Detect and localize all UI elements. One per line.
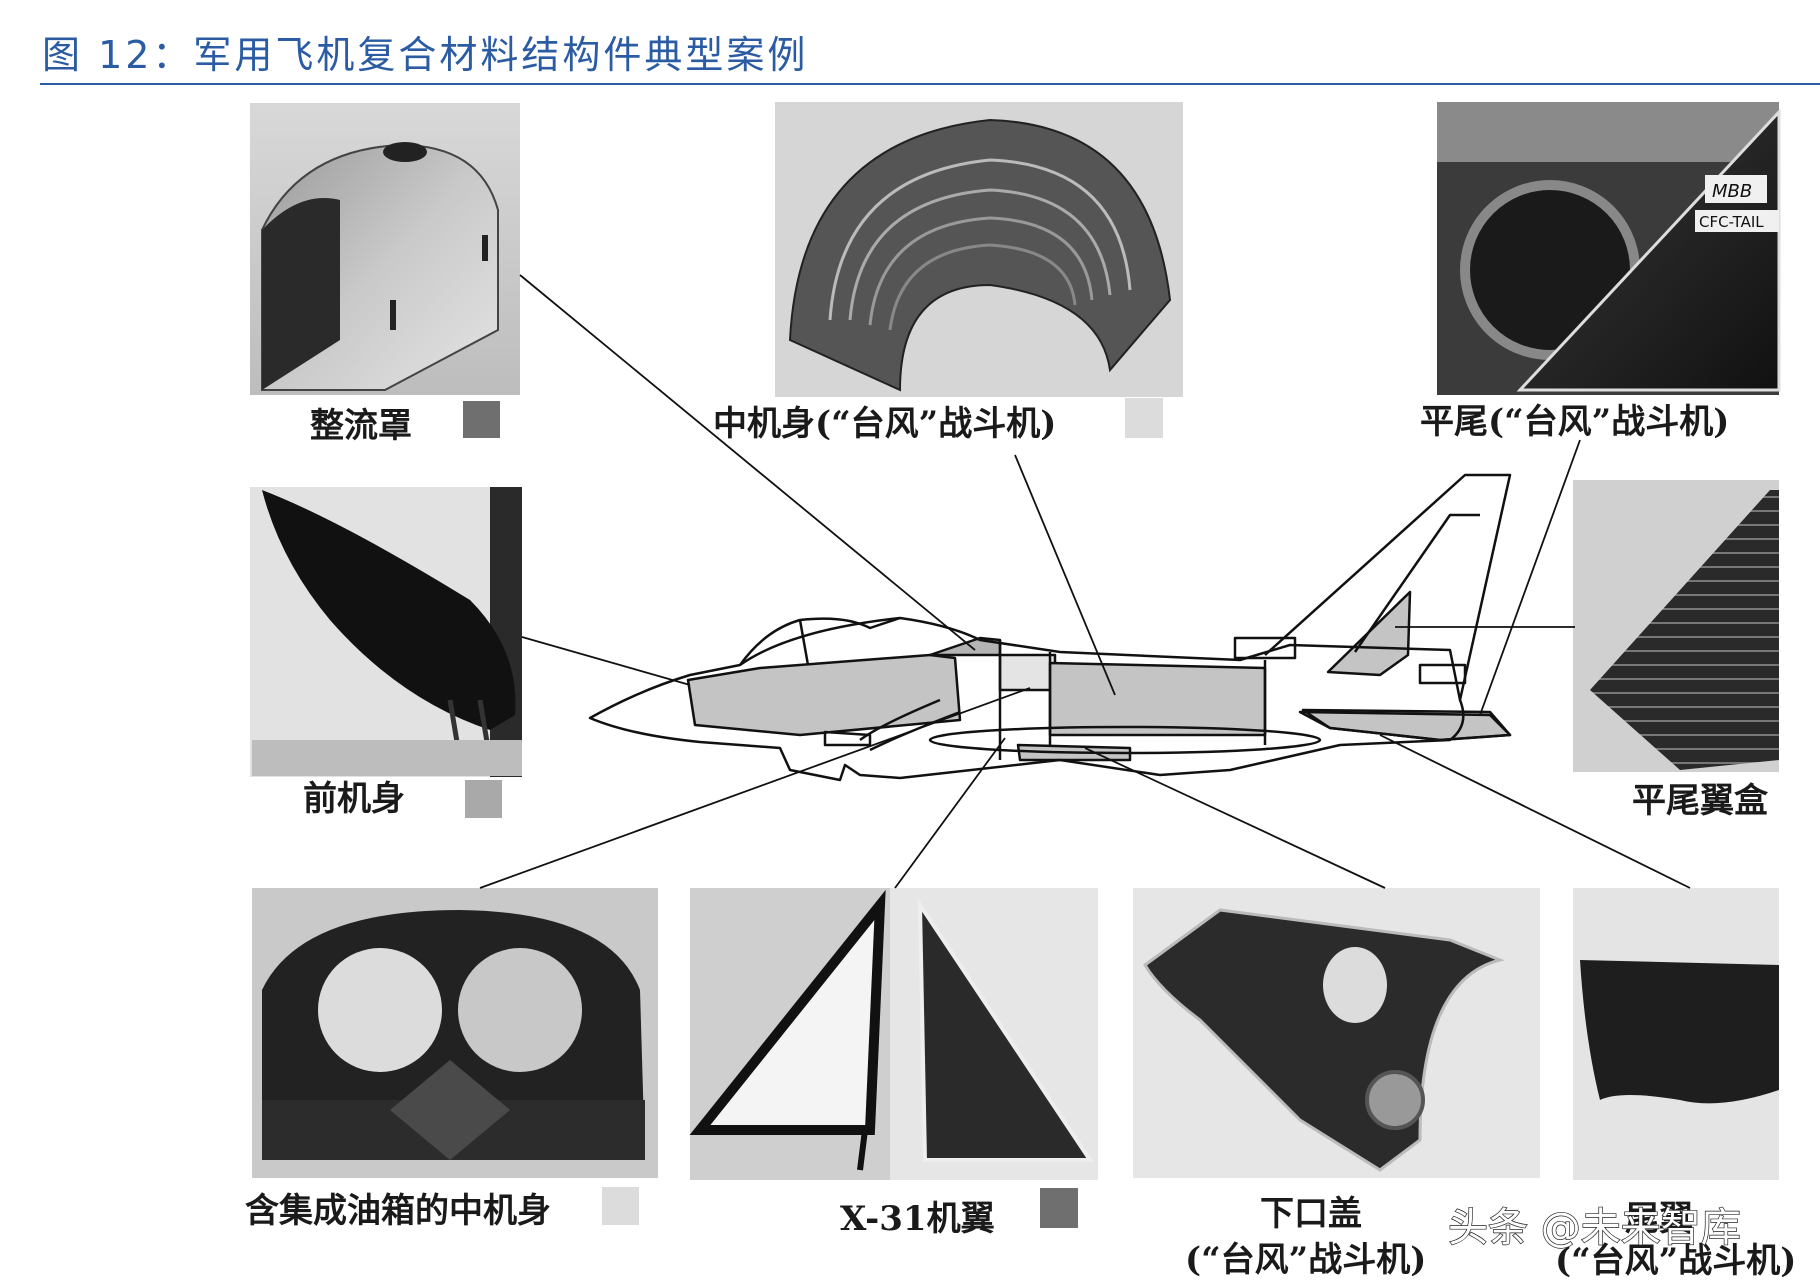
photo-text-cfc: CFC-TAIL (1699, 213, 1764, 231)
swatch-center-fuselage-tank (602, 1187, 639, 1225)
photo-center-fuselage (775, 102, 1183, 397)
label-lower-cover-sub: (“台风”战斗机) (1185, 1240, 1426, 1280)
photo-lower-cover (1133, 888, 1540, 1178)
label-x31-wing: X-31机翼 (840, 1199, 995, 1239)
photo-text-mbb: MBB (1712, 181, 1752, 202)
photo-center-fuselage-tank (252, 888, 658, 1178)
label-rudder: 尾翼 (1625, 1199, 1693, 1239)
title-rule (40, 83, 1820, 85)
photo-horizontal-tail: MBB CFC-TAIL (1437, 102, 1781, 395)
label-fairing: 整流罩 (310, 406, 412, 446)
photo-fairing (250, 103, 520, 395)
label-center-fuselage-tank: 含集成油箱的中机身 (245, 1191, 551, 1231)
watermark: 头条 @未来智库 (1448, 1205, 1741, 1251)
label-rudder-sub: (“台风”战斗机) (1555, 1241, 1796, 1281)
label-tail-wing-box: 平尾翼盒 (1632, 781, 1769, 821)
figure-title: 图 12：军用飞机复合材料结构件典型案例 (42, 33, 809, 77)
swatch-x31-wing (1040, 1188, 1078, 1228)
aircraft-drawing (588, 473, 1512, 782)
photo-forward-fuselage (250, 487, 522, 777)
photo-tail-wing-box (1573, 480, 1779, 772)
label-lower-cover: 下口盖 (1260, 1194, 1362, 1234)
label-horizontal-tail: 平尾(“台风”战斗机) (1420, 402, 1729, 442)
label-center-fuselage: 中机身(“台风”战斗机) (713, 404, 1056, 444)
swatch-center-fuselage (1125, 398, 1163, 438)
photo-x31-wing (689, 888, 1098, 1180)
label-forward-fuselage: 前机身 (303, 779, 405, 819)
swatch-fairing (463, 401, 500, 438)
photo-rudder (1573, 888, 1779, 1180)
swatch-forward-fuselage (465, 780, 502, 818)
leader-lines (479, 274, 1691, 889)
